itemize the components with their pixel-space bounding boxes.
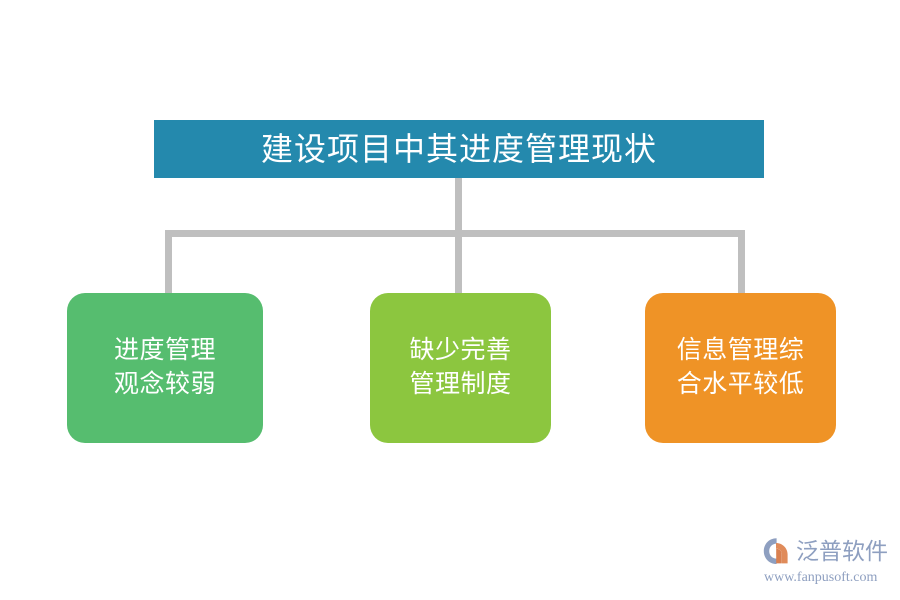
connector-drop-right [738,230,745,293]
diagram-child-node-3-label: 信息管理综 合水平较低 [676,336,805,398]
connector-drop-left [165,230,172,293]
diagram-child-node-2-label: 缺少完善 管理制度 [409,336,512,398]
diagram-root-node[interactable]: 建设项目中其进度管理现状 [154,120,764,178]
fanpu-swoosh-logo-icon [763,538,788,564]
diagram-child-node-3[interactable]: 信息管理综 合水平较低 [645,293,836,443]
diagram-child-node-2[interactable]: 缺少完善 管理制度 [370,293,551,443]
watermark-brand-text: 泛普软件 [796,537,888,564]
watermark-brand-row: 泛普软件 [762,536,888,566]
diagram-child-node-1-label: 进度管理 观念较弱 [113,336,216,398]
watermark: 泛普软件 www.fanpusoft.com [762,536,894,594]
connector-branch-bar [165,230,745,237]
diagram-child-node-1[interactable]: 进度管理 观念较弱 [67,293,263,443]
watermark-url-text: www.fanpusoft.com [764,570,878,585]
diagram-root-node-label: 建设项目中其进度管理现状 [260,131,657,167]
